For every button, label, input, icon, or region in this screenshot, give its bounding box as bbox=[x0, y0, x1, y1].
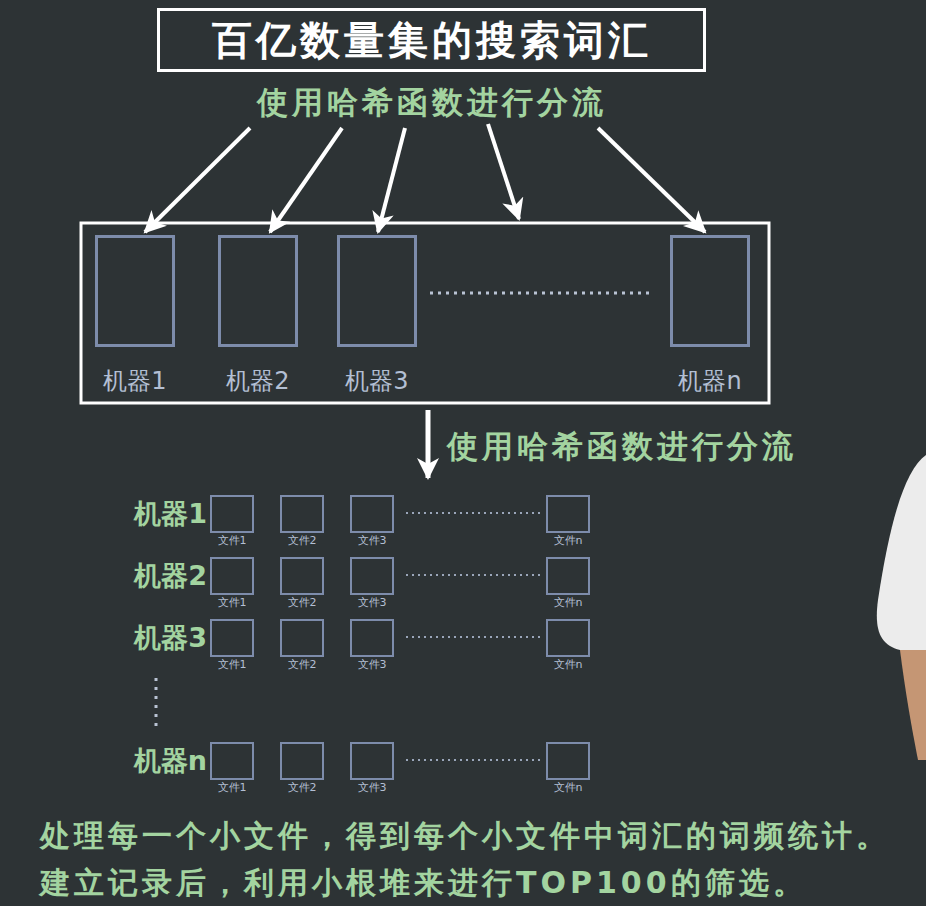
vertical-dots bbox=[155, 678, 158, 732]
file-box: 文件2 bbox=[280, 619, 324, 671]
ellipsis-dots bbox=[406, 574, 540, 576]
ellipsis-dots bbox=[406, 759, 540, 761]
ellipsis-dots bbox=[430, 292, 652, 295]
file-box: 文件2 bbox=[280, 495, 324, 547]
row-label: 机器n bbox=[100, 744, 207, 778]
flow-note: 使用哈希函数进行分流 bbox=[157, 84, 706, 120]
machine-label: 机器n bbox=[650, 367, 770, 395]
file-outline bbox=[210, 495, 254, 533]
file-outline bbox=[280, 742, 324, 780]
file-outline bbox=[280, 557, 324, 595]
flow-arrow bbox=[598, 128, 705, 232]
machine-box: 机器2 bbox=[218, 235, 298, 395]
file-box: 文件3 bbox=[350, 495, 394, 547]
file-outline bbox=[350, 557, 394, 595]
file-outline bbox=[546, 742, 590, 780]
file-box: 文件2 bbox=[280, 742, 324, 794]
down-arrow bbox=[426, 410, 431, 478]
title-box: 百亿数量集的搜索词汇使用哈希函数进行分流 bbox=[157, 8, 706, 120]
file-box: 文件1 bbox=[210, 742, 254, 794]
file-outline bbox=[350, 495, 394, 533]
file-label: 文件1 bbox=[196, 781, 268, 794]
file-box: 文件3 bbox=[350, 742, 394, 794]
file-label: 文件1 bbox=[196, 658, 268, 671]
machine-label: 机器1 bbox=[75, 367, 195, 395]
file-label: 文件2 bbox=[266, 781, 338, 794]
file-box: 文件1 bbox=[210, 495, 254, 547]
file-outline bbox=[210, 742, 254, 780]
file-box: 文件3 bbox=[350, 557, 394, 609]
file-outline bbox=[546, 495, 590, 533]
machine-box: 机器1 bbox=[95, 235, 175, 395]
file-label: 文件3 bbox=[336, 781, 408, 794]
flow-arrow bbox=[270, 128, 342, 232]
file-label: 文件n bbox=[532, 781, 604, 794]
file-label: 文件2 bbox=[266, 596, 338, 609]
machine-outline bbox=[670, 235, 750, 347]
file-outline bbox=[210, 557, 254, 595]
file-box: 文件n bbox=[546, 557, 590, 609]
file-outline bbox=[546, 557, 590, 595]
file-box: 文件1 bbox=[210, 619, 254, 671]
flow-note: 使用哈希函数进行分流 bbox=[447, 429, 827, 463]
file-label: 文件n bbox=[532, 596, 604, 609]
file-box: 文件2 bbox=[280, 557, 324, 609]
machine-label: 机器3 bbox=[317, 367, 437, 395]
container-frame bbox=[81, 223, 769, 403]
machine-outline bbox=[337, 235, 417, 347]
file-label: 文件2 bbox=[266, 534, 338, 547]
file-label: 文件1 bbox=[196, 596, 268, 609]
machine-box: 机器n bbox=[670, 235, 750, 395]
machine-box: 机器3 bbox=[337, 235, 417, 395]
file-box: 文件3 bbox=[350, 619, 394, 671]
file-label: 文件n bbox=[532, 534, 604, 547]
file-label: 文件1 bbox=[196, 534, 268, 547]
row-label: 机器3 bbox=[100, 621, 207, 655]
file-label: 文件3 bbox=[336, 596, 408, 609]
file-box: 文件1 bbox=[210, 557, 254, 609]
file-box: 文件n bbox=[546, 742, 590, 794]
ellipsis-dots bbox=[406, 636, 540, 638]
file-outline bbox=[350, 619, 394, 657]
file-label: 文件2 bbox=[266, 658, 338, 671]
flow-arrow bbox=[378, 128, 405, 232]
file-outline bbox=[350, 742, 394, 780]
machine-outline bbox=[95, 235, 175, 347]
file-label: 文件3 bbox=[336, 658, 408, 671]
presenter-arm bbox=[900, 650, 926, 760]
flow-arrow bbox=[145, 128, 250, 232]
file-box: 文件n bbox=[546, 495, 590, 547]
file-box: 文件n bbox=[546, 619, 590, 671]
file-label: 文件3 bbox=[336, 534, 408, 547]
machine-outline bbox=[218, 235, 298, 347]
row-label: 机器2 bbox=[100, 559, 207, 593]
row-label: 机器1 bbox=[100, 497, 207, 531]
flow-arrow bbox=[488, 124, 519, 219]
machine-label: 机器2 bbox=[198, 367, 318, 395]
file-outline bbox=[210, 619, 254, 657]
caption: 处理每一个小文件，得到每个小文件中词汇的词频统计。 建立记录后，利用小根堆来进行… bbox=[40, 812, 920, 906]
presenter-shirt bbox=[877, 455, 926, 650]
file-outline bbox=[280, 619, 324, 657]
ellipsis-dots bbox=[406, 512, 540, 514]
file-outline bbox=[280, 495, 324, 533]
title-text: 百亿数量集的搜索词汇 bbox=[157, 8, 706, 72]
file-label: 文件n bbox=[532, 658, 604, 671]
file-outline bbox=[546, 619, 590, 657]
